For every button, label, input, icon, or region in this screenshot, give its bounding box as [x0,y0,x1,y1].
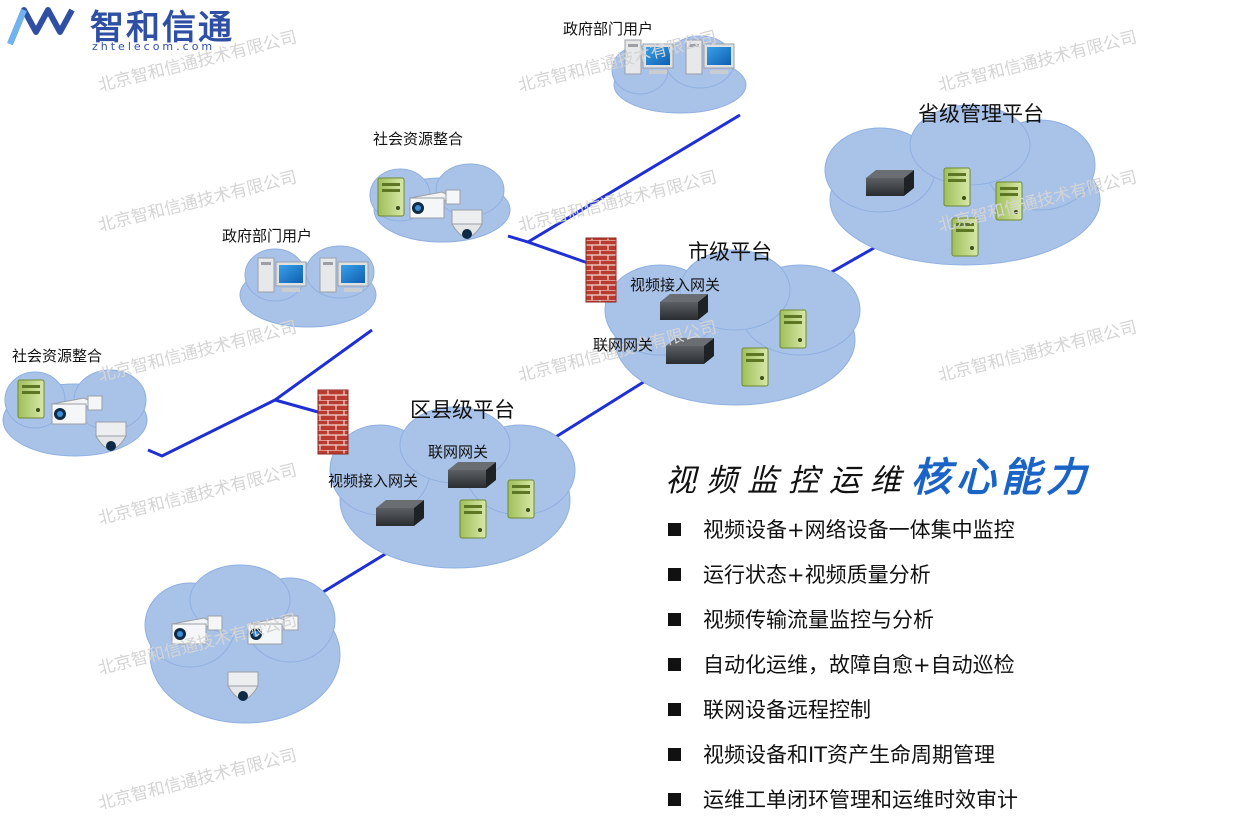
firewall-county [317,389,349,455]
label-county-platform: 区县级平台 [410,398,515,422]
gateway-box-icon [376,500,424,526]
server-icon [507,479,535,519]
capability-item: 自动化运维，故障自愈+自动巡检 [668,649,1015,679]
panel-title-highlight: 核心能力 [911,455,1091,501]
bullet-square-icon [668,567,681,581]
cloud-provincial [824,104,1101,266]
label-county-network-gateway: 联网网关 [428,443,489,461]
capability-text: 运维工单闭环管理和运维时效审计 [703,788,1018,812]
bullet-square-icon [668,702,681,716]
label-social-resources-top: 社会资源整合 [373,130,464,148]
server-icon [943,167,971,207]
bullet-square-icon [668,792,681,806]
bullet-square-icon [668,747,681,761]
label-county-video-gateway: 视频接入网关 [328,472,419,490]
bullet-square-icon [668,522,681,536]
bullet-square-icon [668,657,681,671]
capability-text: 视频设备+网络设备一体集中监控 [703,518,1015,542]
logo-domain: zhtelecom.com [92,40,216,53]
server-icon [741,347,769,387]
capability-text: 联网设备远程控制 [703,698,871,722]
capability-item: 视频设备和IT资产生命周期管理 [668,739,995,769]
capability-text: 视频传输流量监控与分析 [703,608,934,632]
label-social-resources-left: 社会资源整合 [12,347,103,365]
logo-mark-icon [7,6,76,46]
label-gov-users-top: 政府部门用户 [563,20,654,38]
label-provincial-platform: 省级管理平台 [918,102,1044,126]
server-icon [459,499,487,539]
capability-item: 运行状态+视频质量分析 [668,559,931,589]
capability-item: 联网设备远程控制 [668,694,871,724]
label-city-network-gateway: 联网网关 [593,336,654,354]
capability-item: 视频设备+网络设备一体集中监控 [668,514,1015,544]
panel-title-prefix: 视频监控运维 [665,463,911,499]
capability-text: 自动化运维，故障自愈+自动巡检 [703,653,1015,677]
bullet-square-icon [668,612,681,626]
label-gov-users-left: 政府部门用户 [222,227,313,245]
gateway-box-icon [448,462,496,488]
capability-text: 运行状态+视频质量分析 [703,563,931,587]
label-city-platform: 市级平台 [688,240,772,264]
server-box-icon [866,170,914,196]
logo-name: 智和信通 [90,8,234,48]
capability-item: 视频传输流量监控与分析 [668,604,934,634]
server-icon [17,379,45,419]
firewall-city [585,237,617,303]
server-icon [377,177,405,217]
server-icon [779,309,807,349]
panel-title: 视频监控运维核心能力 [665,445,1091,503]
capability-panel [640,420,1240,830]
capability-text: 视频设备和IT资产生命周期管理 [703,743,996,767]
label-city-video-gateway: 视频接入网关 [630,276,721,294]
cloud-county [329,406,576,569]
capability-item: 运维工单闭环管理和运维时效审计 [668,784,1018,814]
